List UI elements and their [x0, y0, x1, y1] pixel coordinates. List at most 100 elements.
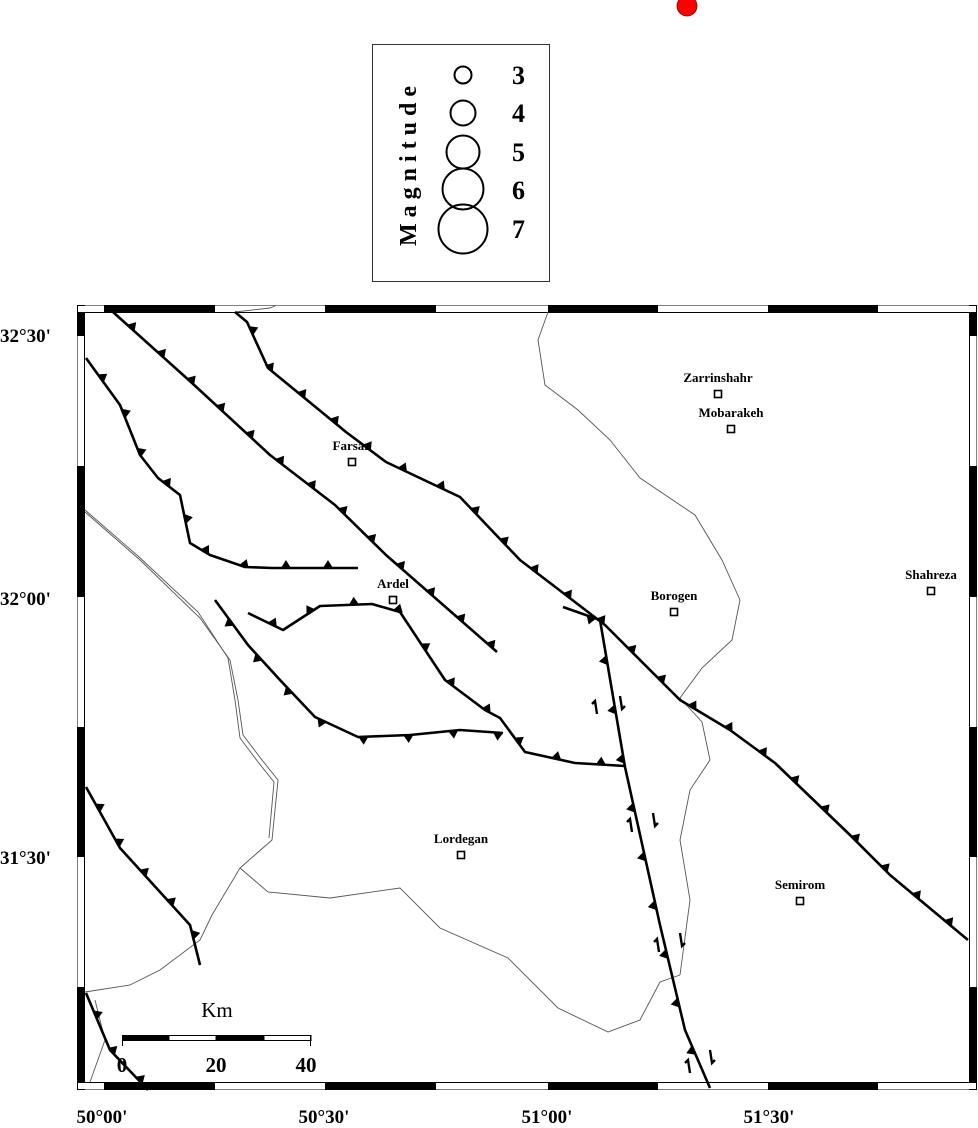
map-frame: [77, 305, 977, 1090]
fault-dip-triangle-icon: [659, 949, 669, 959]
fault-dip-triangle-icon: [366, 534, 377, 544]
frame-band: [104, 305, 215, 312]
fault-dip-triangle-icon: [435, 480, 445, 490]
lon-label: 50°00': [77, 1107, 128, 1128]
fault-dip-triangle-icon: [656, 674, 666, 684]
strike-slip-arrow-icon: [626, 816, 634, 833]
fault-dip-triangle-icon: [306, 480, 316, 490]
fault-dip-triangle-icon: [403, 734, 414, 744]
frame-band: [878, 305, 969, 312]
fault-dip-triangle-icon: [186, 375, 196, 385]
frame-band: [77, 857, 84, 987]
frame-band: [878, 1083, 969, 1090]
fault-dip-triangle-icon: [627, 644, 637, 655]
legend-label: 3: [512, 61, 525, 90]
fault-dip-triangle-icon: [426, 587, 436, 597]
fault-dip-triangle-icon: [420, 643, 431, 652]
city-farsan: Farsan: [333, 438, 373, 467]
frame-band: [77, 312, 84, 336]
scale-label: 20: [206, 1053, 227, 1077]
fault-dip-triangle-icon: [637, 851, 646, 862]
thrust-fault: [112, 311, 498, 653]
fault-dip-triangle-icon: [687, 700, 697, 710]
fault-dip-triangle-icon: [820, 804, 830, 814]
fault-dip-triangle-icon: [162, 477, 171, 488]
fault-dip-triangle-icon: [626, 802, 636, 813]
frame-band: [325, 1083, 436, 1090]
fault-dip-triangle-icon: [95, 803, 105, 813]
fault-dip-triangle-icon: [108, 1046, 118, 1056]
fault-dip-triangle-icon: [595, 756, 606, 765]
strike-slip-arrow-icon: [678, 932, 686, 949]
river: [239, 867, 681, 1033]
city-label: Semirom: [775, 877, 825, 892]
strike-slip-arrow-icon: [618, 695, 626, 712]
legend-label: 6: [512, 176, 525, 205]
magnitude-legend: Magnitude 3 4 5 6 7: [372, 44, 550, 282]
fault-dip-triangle-icon: [395, 560, 405, 571]
city-marker-icon: [713, 389, 723, 399]
fault-dip-triangle-icon: [514, 736, 524, 746]
city-label: Mobarakeh: [699, 405, 765, 420]
lat-label: 32°30': [0, 326, 51, 347]
fault-dip-triangle-icon: [493, 732, 504, 741]
lat-label: 31°30': [0, 848, 51, 869]
city-label: Zarrinshahr: [683, 370, 753, 385]
fault-dip-triangle-icon: [397, 462, 407, 472]
fault-dip-triangle-icon: [338, 506, 348, 516]
scale-bar: Km 0 20 40: [117, 998, 317, 1077]
fault-dip-triangle-icon: [362, 441, 372, 451]
thrust-fault: [84, 786, 202, 966]
river: [84, 511, 279, 993]
fault-dip-triangle-icon: [686, 1045, 696, 1055]
legend-circle-7: [437, 203, 489, 255]
frame-band: [768, 1083, 878, 1090]
scale-label: 40: [296, 1053, 317, 1077]
fault-dip-triangle-icon: [790, 775, 800, 785]
city-borogen: Borogen: [651, 588, 698, 617]
frame-band: [970, 727, 977, 857]
frame-band: [970, 336, 977, 466]
fault-dip-triangle-icon: [297, 389, 307, 399]
fault-dip-triangle-icon: [137, 447, 147, 458]
city-semirom: Semirom: [775, 877, 825, 906]
city-label: Lordegan: [434, 831, 489, 846]
city-label: Shahreza: [905, 567, 957, 582]
latitude-labels: 32°30' 32°00' 31°30': [0, 326, 51, 869]
frame-band: [85, 305, 104, 312]
fault-dip-triangle-icon: [670, 997, 680, 1008]
fault-dip-triangle-icon: [647, 900, 657, 911]
fault-dip-triangle-icon: [253, 653, 263, 663]
city-lordegan: Lordegan: [434, 831, 489, 860]
frame-band: [970, 987, 977, 1083]
fault-dip-triangle-icon: [448, 730, 459, 739]
scale-label: 0: [117, 1053, 128, 1077]
frame-band: [970, 857, 977, 987]
city-label: Farsan: [333, 438, 373, 453]
fault-dip-triangle-icon: [127, 322, 137, 332]
frame-band: [436, 305, 548, 312]
fault-dip-triangle-icon: [97, 373, 108, 383]
city-label: Ardel: [377, 576, 409, 591]
fault-dip-triangle-icon: [283, 686, 293, 696]
city-marker-icon: [347, 457, 357, 467]
fault-dip-triangle-icon: [456, 613, 466, 623]
longitude-labels: 50°00' 50°30' 51°00' 51°30': [77, 1107, 795, 1128]
fault-dip-triangle-icon: [191, 929, 201, 940]
city-shahreza: Shahreza: [905, 567, 957, 596]
frame-band: [104, 1083, 215, 1090]
city-ardel: Ardel: [377, 576, 409, 605]
fault-dip-triangle-icon: [114, 838, 125, 848]
fault-dip-triangle-icon: [93, 1010, 103, 1020]
fault-dip-triangle-icon: [470, 506, 480, 516]
lon-label: 51°00': [522, 1107, 573, 1128]
city-marker-icon: [388, 595, 398, 605]
city-zarrinshahr: Zarrinshahr: [683, 370, 753, 399]
strike-slip-arrow-icon: [653, 936, 661, 953]
scale-unit: Km: [201, 998, 233, 1022]
strike-slip-arrow-icon: [591, 698, 599, 715]
legend-label: 7: [512, 215, 525, 244]
fault-dip-triangle-icon: [944, 917, 954, 927]
frame-band: [85, 1083, 104, 1090]
fault-dip-triangle-icon: [317, 718, 327, 728]
